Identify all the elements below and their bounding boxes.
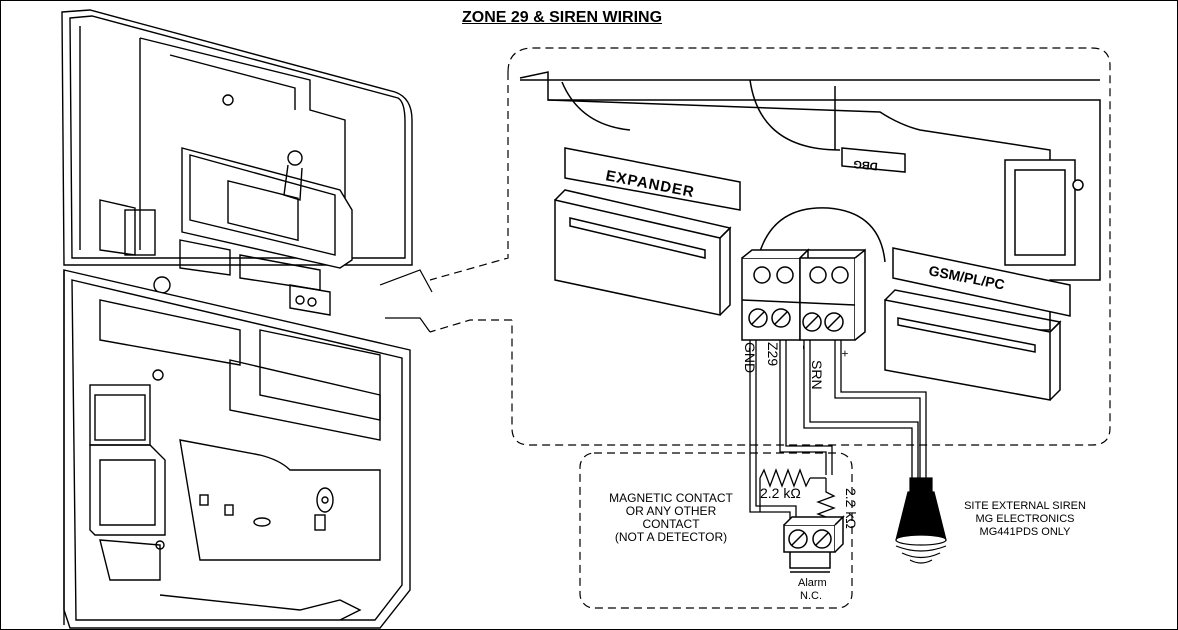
alarm-label: Alarm <box>798 577 827 589</box>
diagram-title: ZONE 29 & SIREN WIRING <box>462 9 663 26</box>
zoomed-board <box>519 71 1101 401</box>
contact-terminal-block <box>783 515 845 573</box>
contact-note-line2: OR ANY OTHER <box>625 504 717 518</box>
siren-icon <box>895 477 947 564</box>
contact-note-line3: CONTACT <box>642 517 700 531</box>
contact-note-line1: MAGNETIC CONTACT <box>609 491 733 505</box>
siren-note-line3: MG441PDS ONLY <box>979 526 1071 538</box>
control-panel-housing <box>61 9 413 629</box>
siren-note: SITE EXTERNAL SIREN MG ELECTRONICS MG441… <box>945 500 1105 539</box>
dbg-label: DBG <box>853 157 879 171</box>
contact-note-line4: (NOT A DETECTOR) <box>614 530 728 544</box>
contact-note: MAGNETIC CONTACT OR ANY OTHER CONTACT (N… <box>586 492 756 544</box>
siren-note-line1: SITE EXTERNAL SIREN <box>964 500 1086 512</box>
zoom-callout <box>429 47 1111 446</box>
terminal-minus-label: - <box>797 345 813 350</box>
alarm-nc-label: N.C. <box>800 590 822 602</box>
resistor-r2-label: 2.2 kΩ <box>843 488 859 529</box>
terminal-z29-label: Z29 <box>765 342 781 366</box>
contact-dashed-box <box>579 452 853 609</box>
callout-wedge <box>379 269 433 333</box>
resistor-r1 <box>759 468 826 512</box>
terminal-plus-label: + <box>838 350 852 357</box>
siren-note-line2: MG ELECTRONICS <box>975 513 1075 525</box>
resistor-r1-label: 2.2 kΩ <box>760 485 801 501</box>
terminal-srn-label: SRN <box>809 360 825 390</box>
